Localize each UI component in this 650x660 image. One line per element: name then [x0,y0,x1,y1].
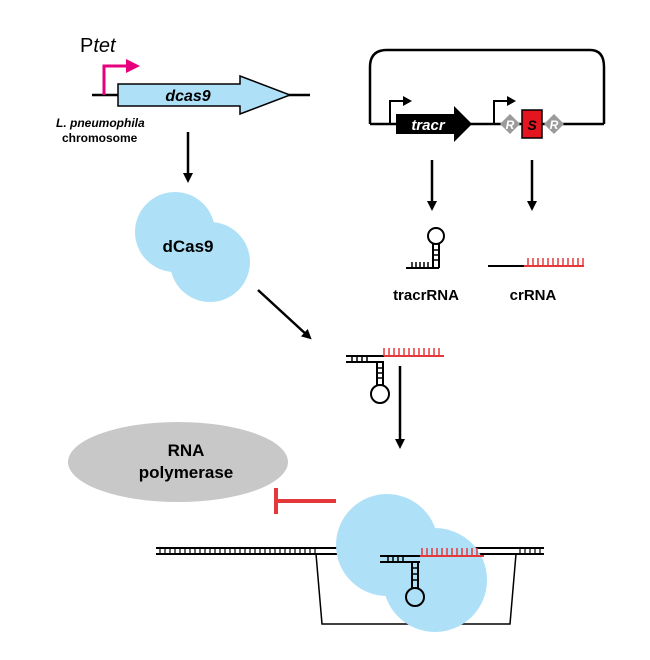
tracr-promoter-arrow [389,100,404,124]
dcas9-protein-label: dCas9 [162,237,213,256]
repeat-right-label: R [550,118,559,132]
tet-promoter-arrow [102,64,128,95]
organism-label: L. pneumophila [56,116,145,130]
crrna-spacer-teeth [527,258,584,266]
assembly-arrow [257,289,312,340]
tet-promoter-arrowhead [126,59,140,73]
bound-dcas9-lobe-bottom [383,528,487,632]
spacer-box [521,109,543,139]
dcas9-gene-label: dcas9 [165,88,210,105]
promoter-prefix: P [80,35,93,57]
repeat-left-label: R [506,118,515,132]
tracr-promoter-arrowhead [403,96,412,106]
crispr-promoter-arrow [493,100,508,124]
dna-rungs [159,548,541,554]
polymerase-ellipse [68,422,288,502]
spacer-label: S [527,117,537,133]
promoter-label: Ptet [80,35,117,57]
tracr-gene-label: tracr [411,117,446,134]
chromosome-label: chromosome [62,131,138,145]
tracr-gene-arrow [396,106,472,142]
guide-rna-complex [346,348,444,404]
polymerase-label-line1: RNA [168,441,205,460]
rna-polymerase: RNA polymerase [68,422,288,502]
tracrrna-loop [427,227,445,245]
polymerase-label-line2: polymerase [139,463,234,482]
tracrrna-label: tracrRNA [393,287,459,304]
promoter-italic: tet [93,35,117,57]
plasmid: tracr R S R [368,48,606,142]
bound-guide-rna [380,548,484,607]
plasmid-backbone [368,48,606,124]
crispr-promoter-arrowhead [507,96,516,106]
inhibition-symbol [274,488,336,514]
dcas9-locus: Ptet dcas9 L. pneumophila chromosome [56,35,310,145]
crrna: crRNA [488,258,584,304]
tracrrna: tracrRNA [393,227,459,304]
repeat-left-diamond [500,114,520,134]
dcas9-protein: dCas9 [135,192,250,302]
dcas9-lobe-bottom [170,222,250,302]
dcas9-gene-arrow [117,74,293,116]
repeat-right-diamond [544,114,564,134]
crrna-label: crRNA [510,287,557,304]
